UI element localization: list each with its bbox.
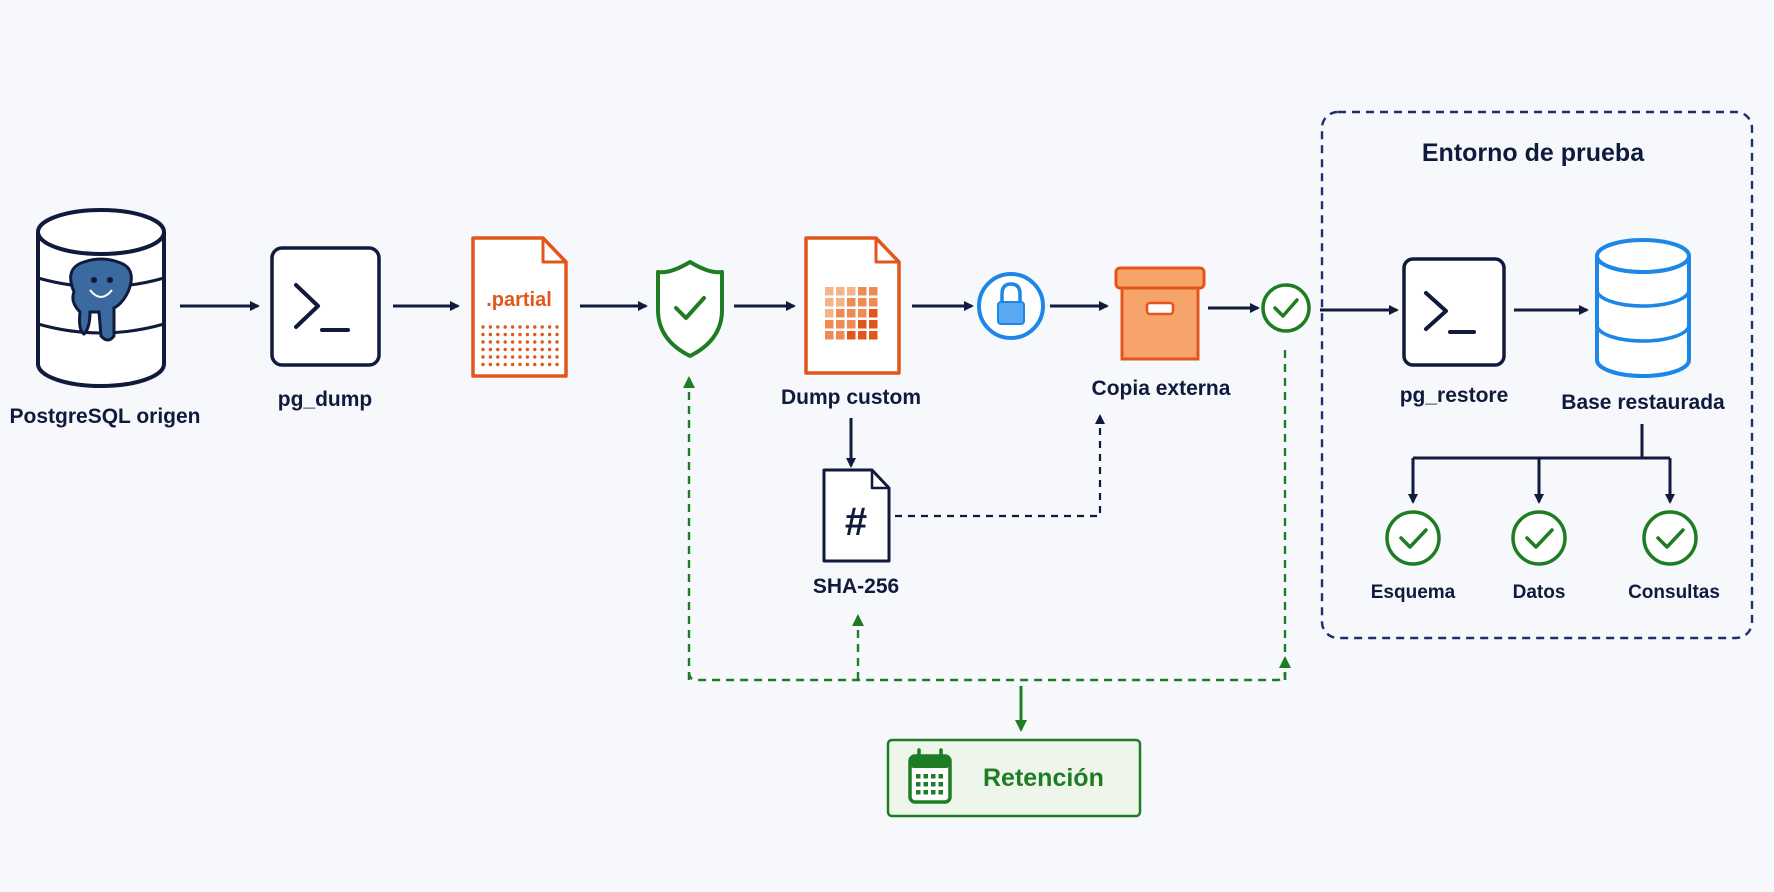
archive-box-icon — [1114, 266, 1206, 361]
lock-icon — [977, 272, 1045, 340]
calendar-days — [916, 774, 943, 795]
terminal-icon — [270, 246, 381, 367]
source-db-label: PostgreSQL origen — [9, 405, 201, 428]
svg-text:#: # — [845, 500, 867, 544]
calendar-icon — [908, 748, 952, 804]
test-environment-boundary — [1320, 110, 1754, 640]
database-icon — [1595, 238, 1691, 378]
restore-check-branches — [1408, 424, 1675, 504]
pgrestore-label: pg_restore — [1399, 384, 1509, 407]
shield-check-icon — [656, 260, 724, 358]
check-schema-label: Esquema — [1370, 582, 1456, 603]
partial-file-icon — [471, 236, 568, 378]
postgresql-database-icon — [36, 208, 166, 388]
sha256-label: SHA-256 — [812, 575, 900, 598]
check-circle-icon — [1511, 510, 1567, 566]
partial-file-label: .partial — [486, 289, 552, 311]
test-env-title: Entorno de prueba — [1421, 139, 1645, 167]
main-flow-arrows — [180, 301, 1589, 468]
elephant-icon — [69, 257, 133, 342]
retention-dashed-lines — [683, 346, 1291, 682]
offsite-copy-label: Copia externa — [1091, 377, 1231, 400]
check-circle-icon — [1385, 510, 1441, 566]
terminal-icon — [1402, 257, 1506, 367]
check-circle-icon — [1261, 283, 1311, 333]
dashed-arrow-sha-to-offsite — [895, 414, 1105, 518]
hash-file-icon: # — [822, 468, 891, 563]
check-data-label: Datos — [1512, 582, 1566, 603]
partial-dot-grid — [481, 325, 559, 367]
dump-block-grid — [825, 287, 878, 340]
restored-db-label: Base restaurada — [1561, 391, 1725, 414]
check-circle-icon — [1642, 510, 1698, 566]
dump-custom-label: Dump custom — [780, 386, 922, 409]
pgdump-label: pg_dump — [277, 388, 373, 411]
check-queries-label: Consultas — [1628, 582, 1720, 603]
retention-label: Retención — [983, 764, 1104, 792]
dump-file-icon — [804, 236, 901, 375]
